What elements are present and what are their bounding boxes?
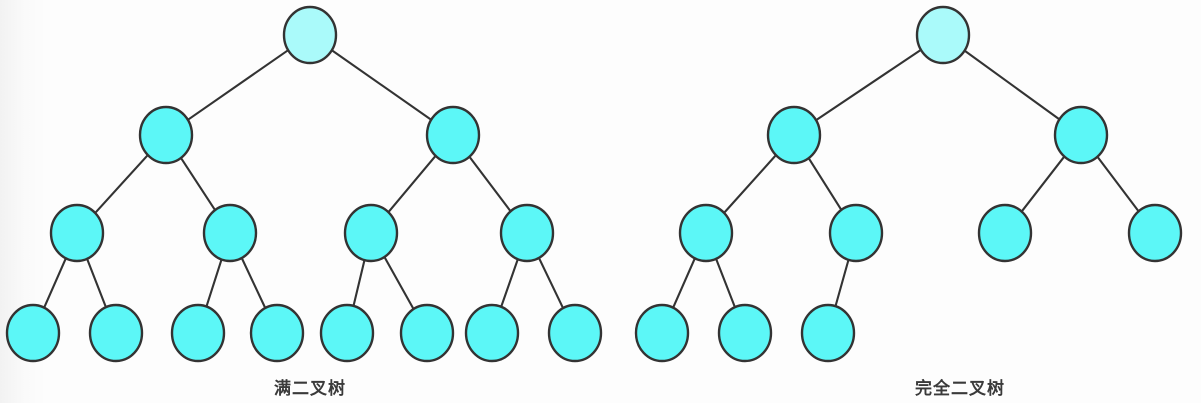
tree-node[interactable] xyxy=(464,303,520,363)
tree-node[interactable] xyxy=(5,303,61,363)
tree-node[interactable] xyxy=(1127,203,1183,263)
tree-edge xyxy=(467,154,513,214)
tree-node[interactable] xyxy=(828,203,884,263)
tree-node[interactable] xyxy=(634,303,690,363)
tree-node[interactable] xyxy=(343,203,399,263)
tree-node[interactable] xyxy=(1053,105,1109,165)
tree-node[interactable] xyxy=(88,303,144,363)
tree-node[interactable] xyxy=(138,105,194,165)
tree-node[interactable] xyxy=(425,105,481,165)
tree-root-node[interactable] xyxy=(915,5,971,65)
tree-node[interactable] xyxy=(678,203,734,263)
tree-node[interactable] xyxy=(977,203,1033,263)
tree-nodes-group xyxy=(5,5,1183,363)
tree-root-node[interactable] xyxy=(282,5,338,65)
tree-edge xyxy=(537,255,565,311)
tree-edge xyxy=(204,256,224,310)
tree-edge xyxy=(813,47,924,123)
tree-edge xyxy=(722,152,778,216)
tree-node[interactable] xyxy=(202,203,258,263)
tree-node[interactable] xyxy=(547,303,603,363)
tree-edge xyxy=(1019,154,1067,214)
tree-edge xyxy=(85,256,108,310)
tree-edge xyxy=(962,48,1062,122)
tree-edge xyxy=(806,155,844,213)
tree-node[interactable] xyxy=(319,303,375,363)
tree-edge xyxy=(386,153,438,215)
tree-node[interactable] xyxy=(766,105,822,165)
tree-edge xyxy=(499,256,520,310)
tree-edge xyxy=(42,255,68,311)
tree-edge xyxy=(834,257,850,309)
tree-edge xyxy=(329,48,434,122)
tree-edge xyxy=(382,254,416,312)
tree-edge xyxy=(185,48,291,122)
tree-edge xyxy=(179,155,217,213)
diagram-caption-complete-binary-tree: 完全二叉树 xyxy=(915,379,1005,399)
tree-node[interactable] xyxy=(170,303,226,363)
tree-edge xyxy=(352,257,366,309)
tree-node[interactable] xyxy=(717,303,773,363)
tree-edge xyxy=(1095,154,1141,214)
tree-node[interactable] xyxy=(800,303,856,363)
tree-edge xyxy=(714,256,737,310)
tree-node[interactable] xyxy=(249,303,305,363)
tree-edge xyxy=(671,255,697,311)
tree-node[interactable] xyxy=(399,303,455,363)
tree-node[interactable] xyxy=(49,203,105,263)
diagram-caption-full-binary-tree: 满二叉树 xyxy=(274,379,346,399)
tree-node[interactable] xyxy=(499,203,555,263)
tree-edge xyxy=(93,152,150,216)
tree-edge xyxy=(240,255,267,311)
tree-edges-group xyxy=(42,47,1141,312)
